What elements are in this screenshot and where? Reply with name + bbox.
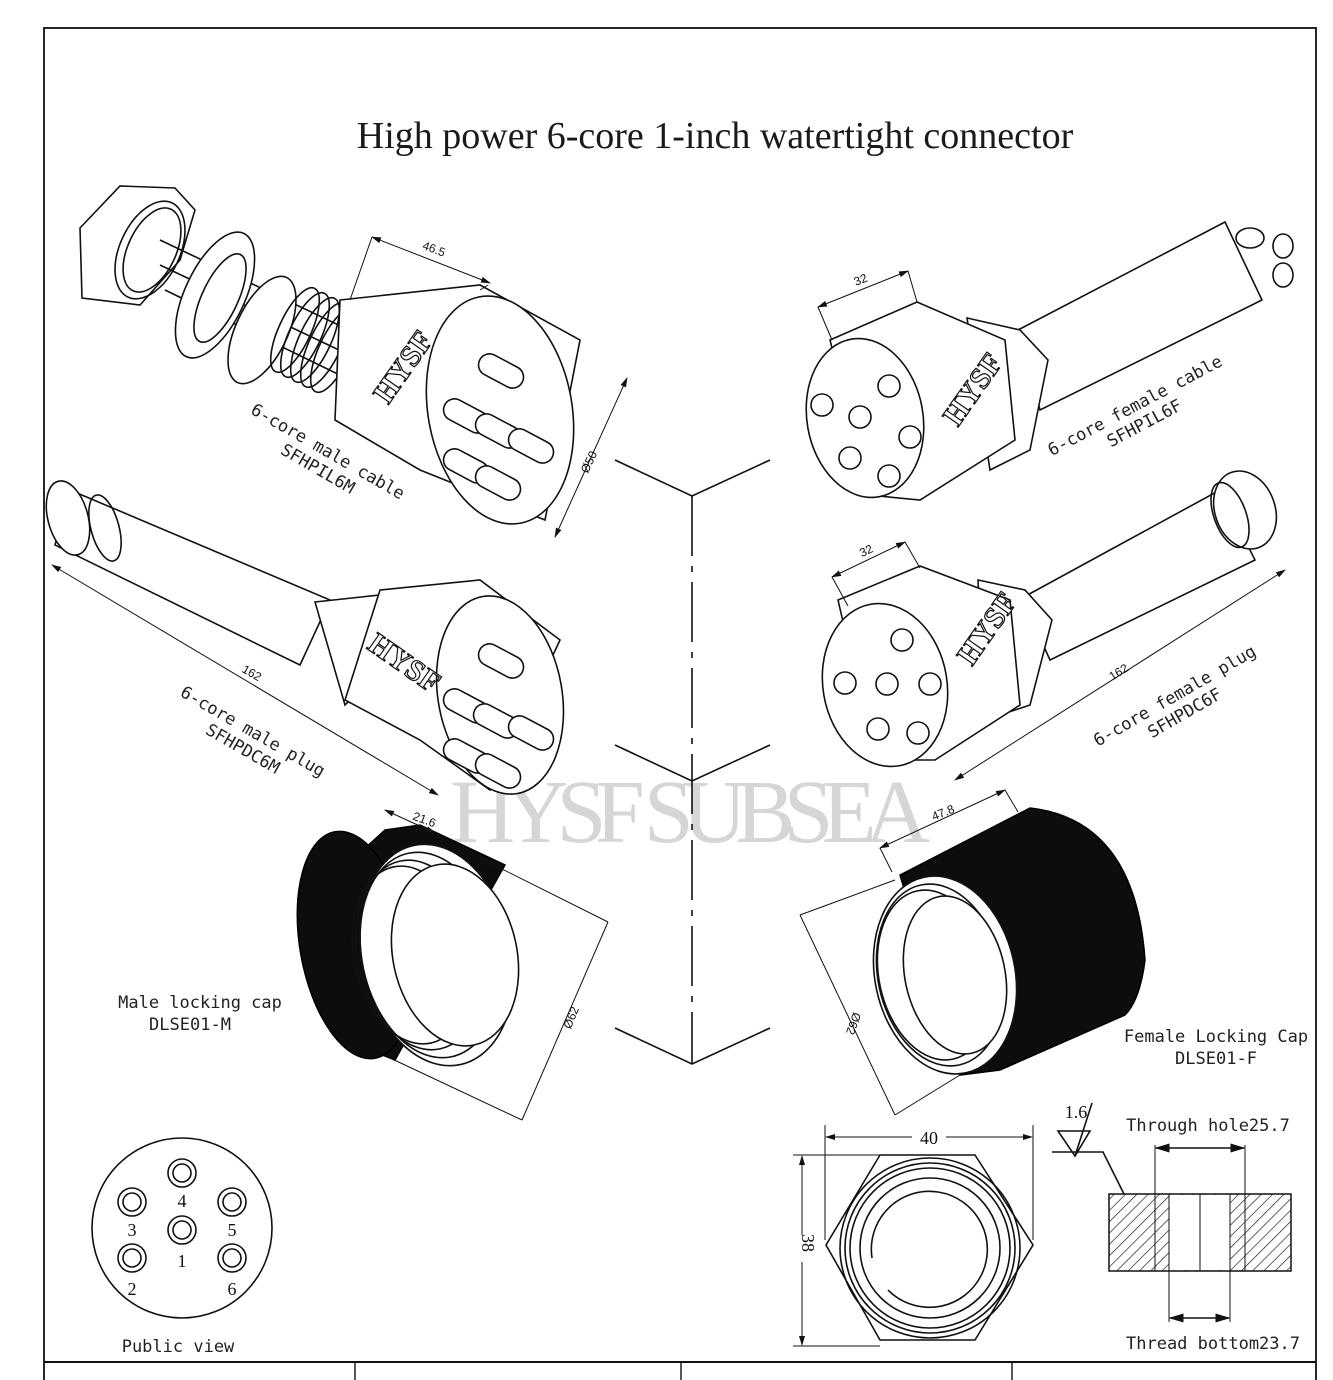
part-code: DLSE01-M bbox=[149, 1015, 231, 1035]
pin-label: 2 bbox=[128, 1279, 137, 1299]
pin-3 bbox=[117, 1187, 147, 1217]
section-view: 1.6 Through hole25.7 Thread bottom23.7 bbox=[1052, 1102, 1300, 1354]
female-cap-label: Female Locking Cap DLSE01-F bbox=[1124, 1027, 1308, 1069]
female-locking-cap-drawing: 47.8 Ø62 bbox=[799, 789, 1146, 1116]
male-plug-drawing: HYSF 162 bbox=[45, 480, 565, 796]
pin-label: 1 bbox=[178, 1251, 187, 1271]
roughness-value: 1.6 bbox=[1065, 1102, 1088, 1122]
pin-label: 3 bbox=[128, 1220, 137, 1240]
dim-male-cap-diameter: Ø62 bbox=[560, 1004, 582, 1031]
part-name: 6-core male plug bbox=[177, 682, 329, 781]
male-locking-cap-drawing: 21.6 Ø62 bbox=[296, 809, 609, 1121]
pin-5 bbox=[217, 1187, 247, 1217]
pin-1 bbox=[167, 1215, 197, 1245]
dim-female-plug-length: 162 bbox=[1106, 661, 1131, 684]
part-name: 6-core female plug bbox=[1090, 642, 1260, 751]
pin-label: 5 bbox=[228, 1220, 237, 1240]
pinout-diagram: 4 3 5 1 2 6 Public view bbox=[91, 1137, 273, 1357]
dim-female-cap-length: 47.8 bbox=[930, 802, 957, 824]
drawing-frame bbox=[43, 27, 1317, 1380]
part-name: Male locking cap bbox=[118, 993, 282, 1013]
assembly-axis bbox=[614, 459, 771, 1065]
male-cap-label: Male locking cap DLSE01-M bbox=[118, 993, 282, 1035]
female-plug-label: 6-core female plug SFHPDC6F bbox=[1090, 642, 1260, 751]
pin-4 bbox=[167, 1158, 197, 1188]
nut-front-view: 40 38 bbox=[793, 1125, 1034, 1347]
part-code: DLSE01-F bbox=[1175, 1049, 1257, 1069]
dim-female-cap-diameter: Ø62 bbox=[843, 1010, 864, 1036]
drawing-title: High power 6-core 1-inch watertight conn… bbox=[357, 115, 1074, 157]
male-cable-drawing: HYSF 46.5 Ø50 bbox=[79, 185, 628, 538]
dim-male-plug-length: 162 bbox=[240, 662, 265, 684]
part-name: Female Locking Cap bbox=[1124, 1027, 1308, 1047]
pin-label: 4 bbox=[178, 1191, 187, 1211]
male-plug-label: 6-core male plug SFHPDC6M bbox=[177, 682, 329, 781]
dim-nut-width: 40 bbox=[920, 1128, 938, 1148]
dim-male-cable-length: 46.5 bbox=[421, 238, 448, 259]
female-cable-drawing: HYSF 32 bbox=[805, 220, 1294, 501]
dim-female-plug-head: 32 bbox=[857, 542, 875, 560]
pin-2 bbox=[117, 1243, 147, 1273]
dim-female-cable-length: 32 bbox=[852, 271, 870, 289]
through-hole-label: Through hole25.7 bbox=[1126, 1116, 1290, 1136]
pinout-label: Public view bbox=[122, 1337, 235, 1357]
dim-male-cable-diameter: Ø50 bbox=[578, 448, 600, 475]
thread-bottom-label: Thread bottom23.7 bbox=[1126, 1334, 1300, 1354]
female-plug-drawing: HYSF 32 162 bbox=[821, 470, 1286, 781]
pin-6 bbox=[217, 1243, 247, 1273]
dim-nut-height: 38 bbox=[798, 1234, 818, 1252]
pin-label: 6 bbox=[228, 1279, 237, 1299]
